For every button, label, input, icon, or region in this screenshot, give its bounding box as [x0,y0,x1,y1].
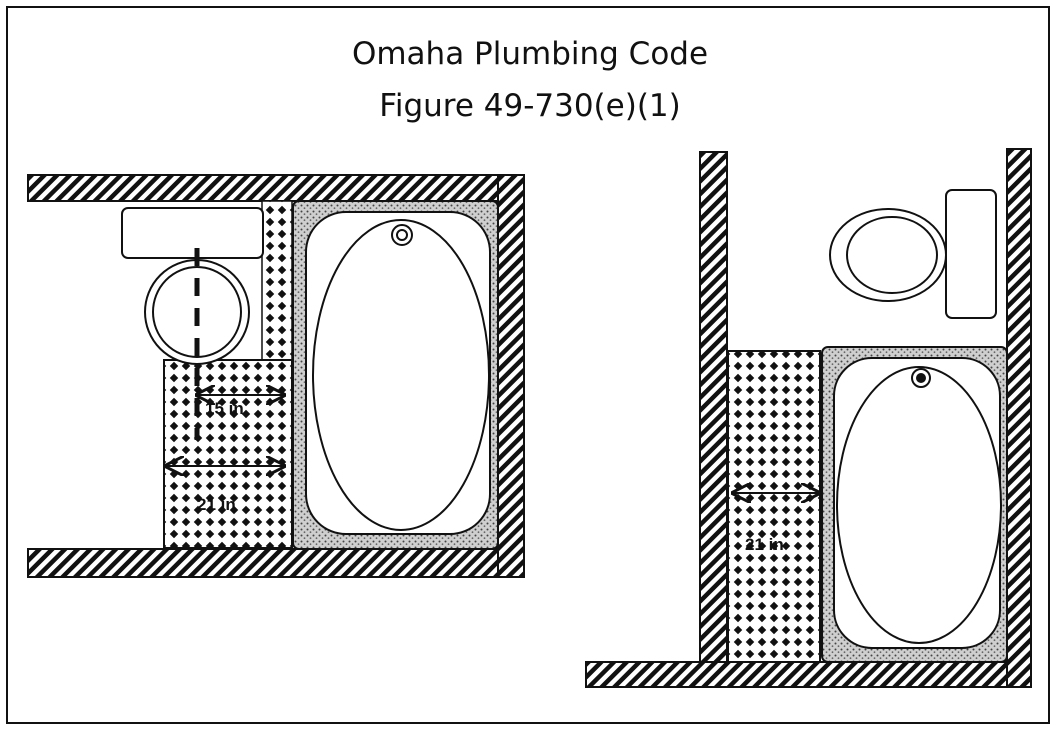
left-bathtub-drain-icon [391,224,413,246]
left-tile-floor [163,359,293,549]
left-bathtub-basin [312,219,490,531]
right-bathroom-plan: 21 in [585,148,1032,688]
right-left-wall [699,151,728,663]
right-dimension-21in-label: 21 in [745,535,784,554]
right-bathtub-basin [836,366,1002,644]
right-right-wall [1006,148,1032,688]
right-toilet-tank [945,189,997,319]
left-tile-floor-upper [261,200,293,372]
right-tile-floor [727,350,821,663]
right-bottom-wall [585,661,1008,688]
figure-title: Omaha Plumbing Code [351,36,709,72]
right-toilet-bowl-inner [846,216,938,294]
left-dimension-21in-label: 21 in [197,495,236,514]
figure-number: Figure 49-730(e)(1) [379,88,681,124]
left-bottom-wall [27,548,499,578]
left-right-wall [497,174,525,578]
left-bathroom-plan: 15 in 21 in [27,174,525,578]
left-toilet-tank [121,207,264,259]
left-dimension-15in-label: 15 in [205,399,244,418]
left-top-wall [27,174,499,202]
